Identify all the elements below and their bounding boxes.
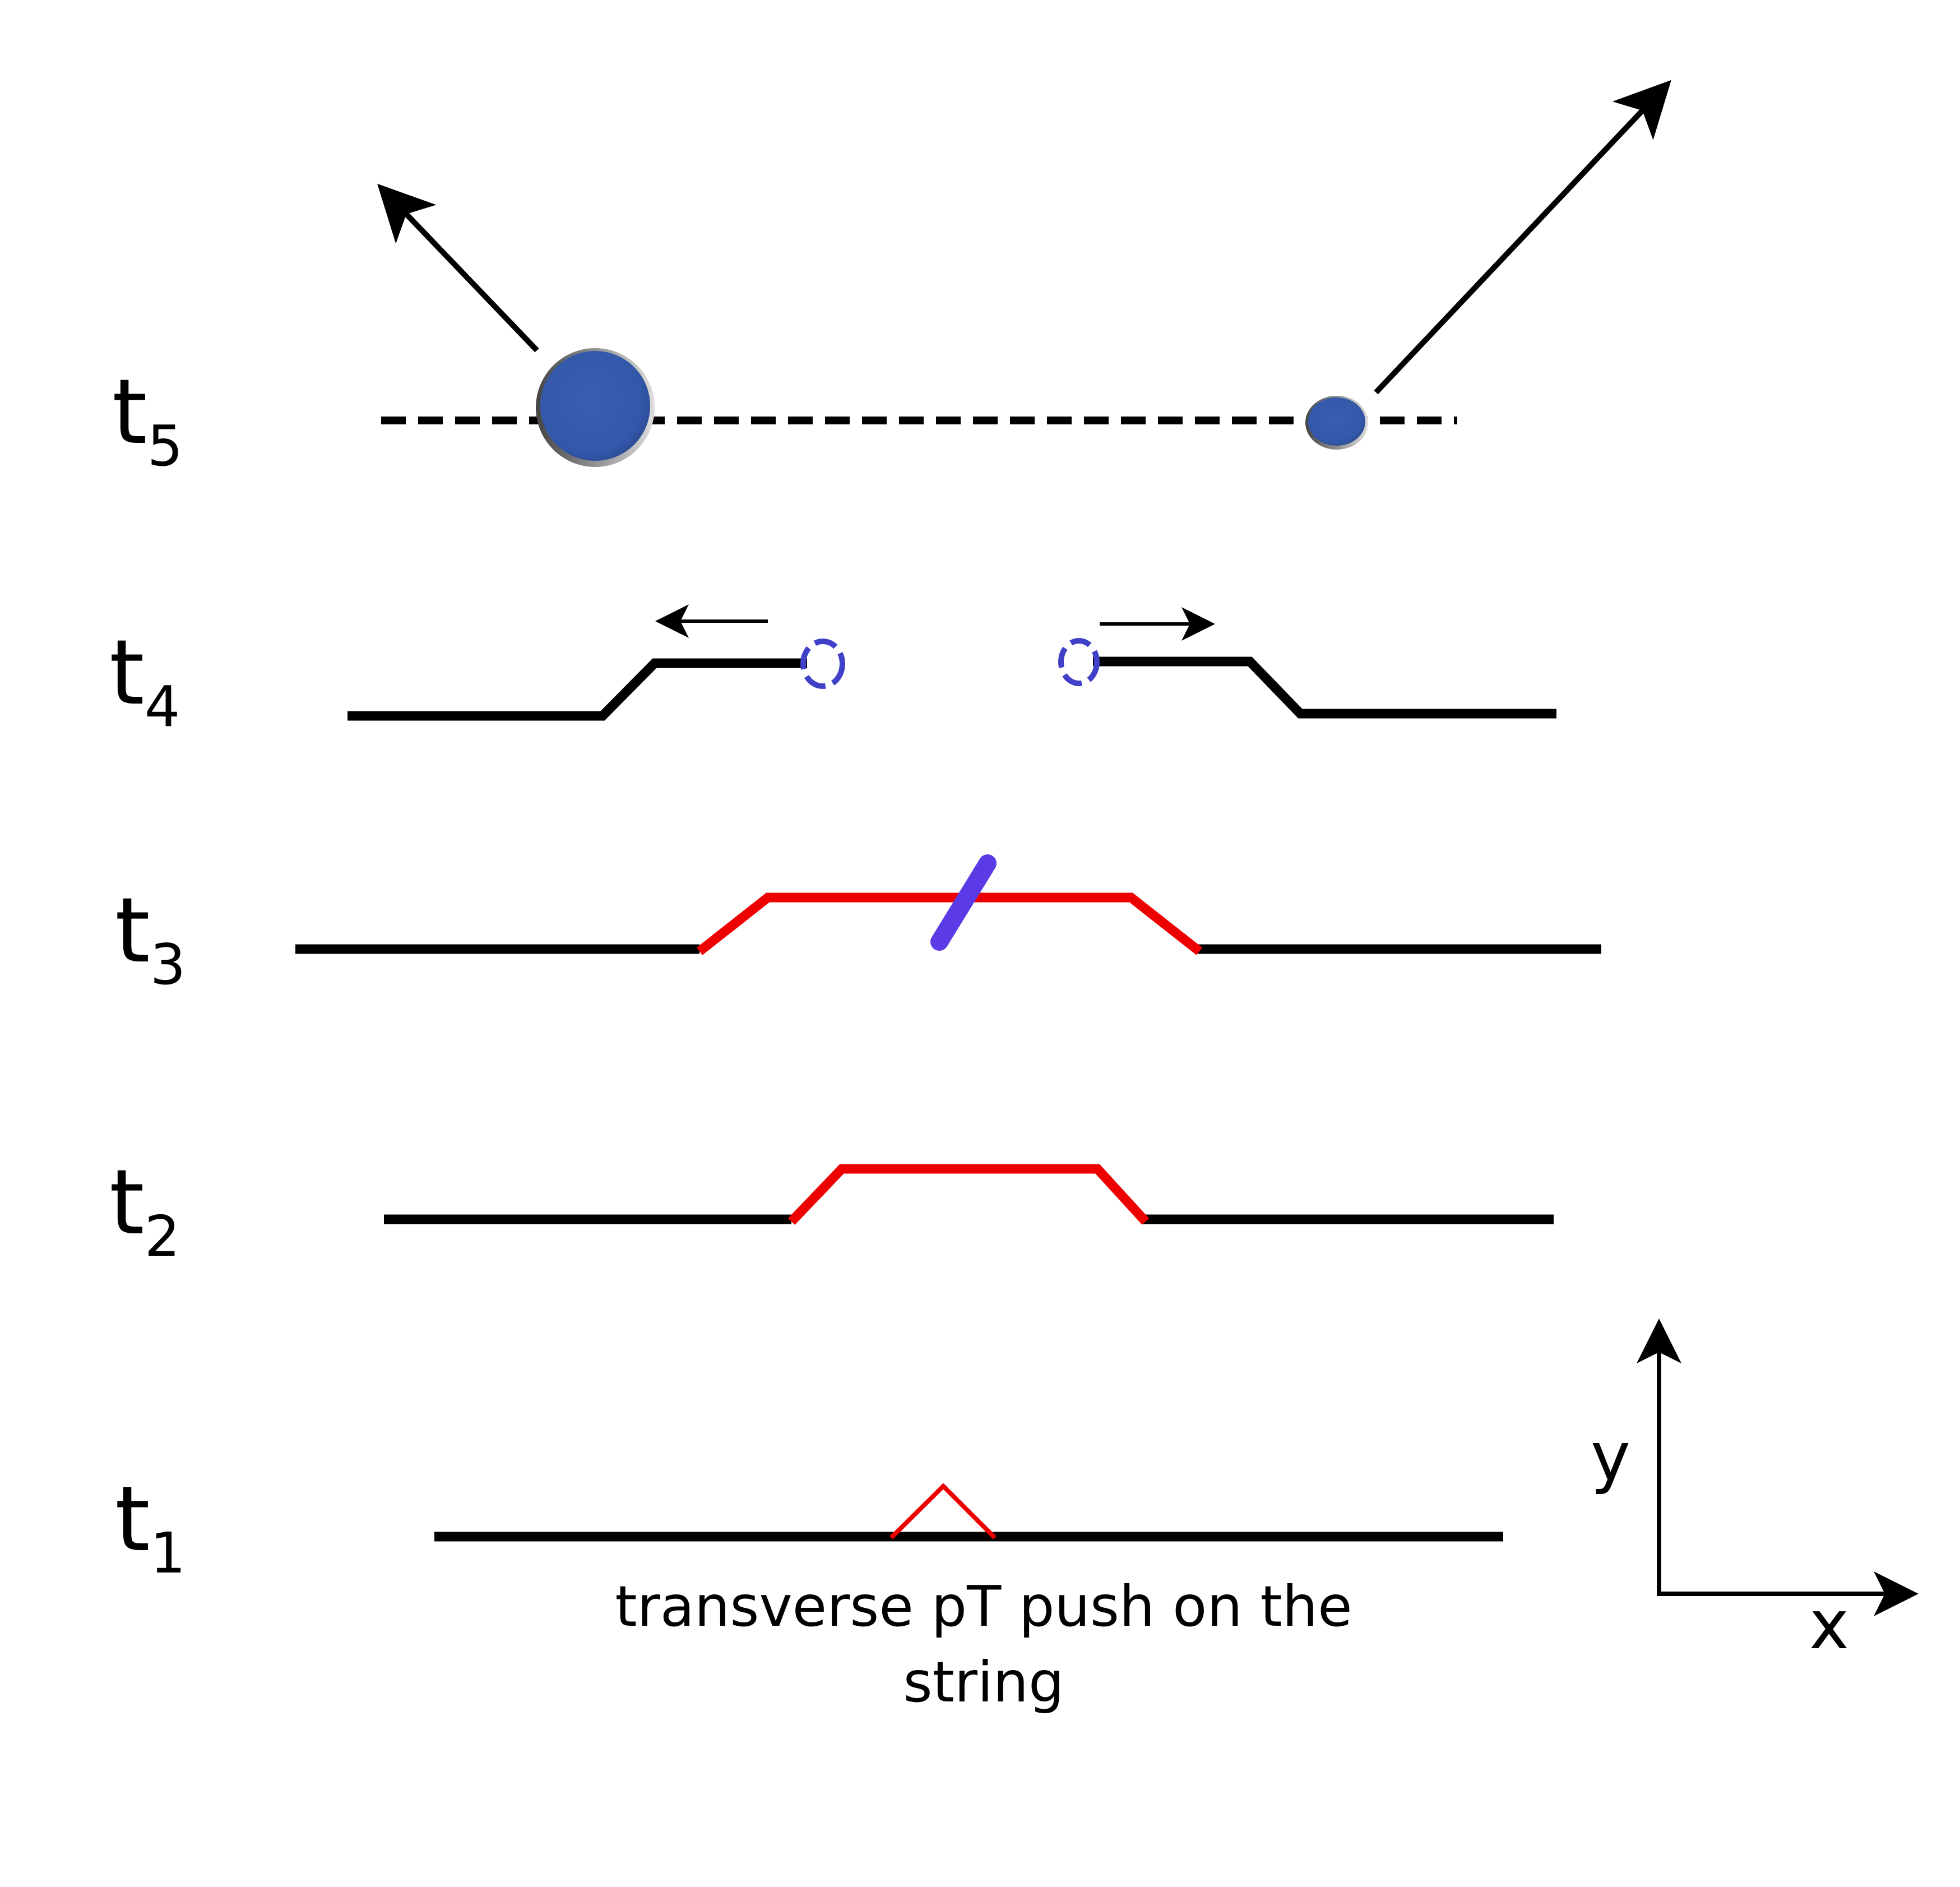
time-label-t1: t1 [115, 1467, 186, 1586]
x-axis-label: x [1809, 1587, 1849, 1664]
coordinate-axes: y x [1591, 1319, 1919, 1664]
small-hadron [1308, 397, 1365, 446]
t3-excited-string-segment [696, 892, 1203, 955]
time-label-t4: t4 [109, 620, 180, 739]
y-axis-label: y [1591, 1418, 1630, 1496]
caption-line-2: string [903, 1649, 1064, 1715]
t1-transverse-kick [889, 1483, 997, 1539]
quark-endpoint [1058, 638, 1100, 686]
t5-hadron-stage [377, 80, 1671, 467]
time-label-t2: t2 [109, 1150, 180, 1269]
antiquark-endpoint [800, 639, 845, 689]
breakup-vertex-marker [930, 854, 997, 951]
large-hadron-momentum-arrow [377, 183, 539, 353]
t4-broken-string-stage [347, 604, 1556, 721]
large-hadron [540, 351, 650, 461]
caption-line-1: transverse pT push on the [615, 1574, 1352, 1639]
time-label-t3: t3 [115, 878, 186, 997]
t3-breakup-stage [295, 854, 1601, 955]
t4-left-string-segment [347, 658, 807, 721]
t1-initial-push-stage [434, 1483, 1503, 1542]
t2-excitation-stage [384, 1164, 1554, 1225]
t2-excited-string-segment [787, 1164, 1150, 1225]
time-label-t5: t5 [112, 359, 183, 479]
t4-right-string-segment [1093, 656, 1556, 719]
small-hadron-momentum-arrow [1374, 80, 1671, 395]
